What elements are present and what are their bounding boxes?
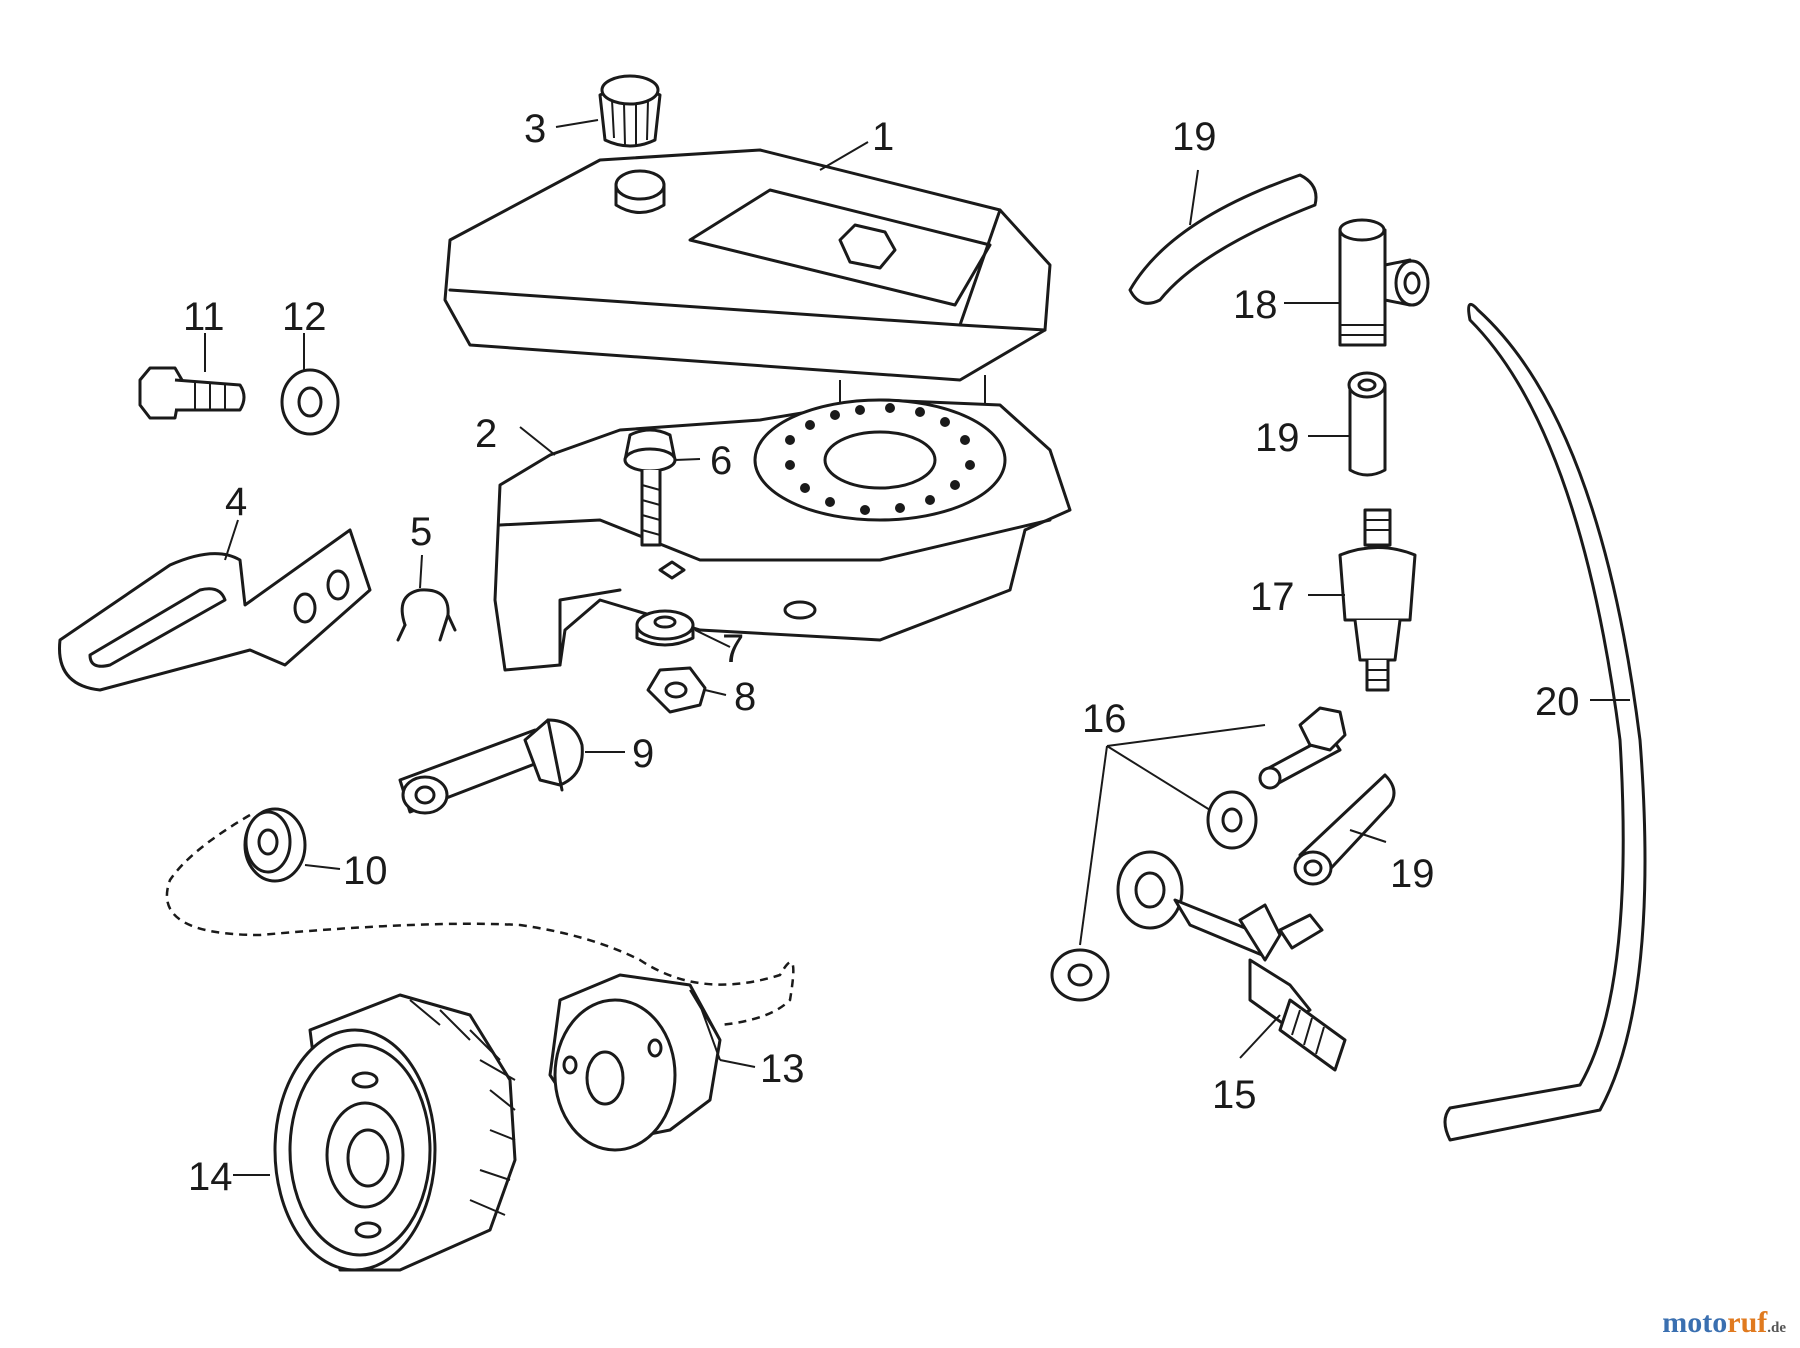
label-part-11: 11 <box>183 295 225 339</box>
label-part-12: 12 <box>282 295 327 339</box>
label-part-7: 7 <box>722 627 744 671</box>
label-part-14: 14 <box>188 1155 233 1199</box>
part-6-bolt <box>623 428 677 547</box>
part-11-bolt <box>138 366 246 420</box>
label-part-19-lower: 19 <box>1390 852 1435 896</box>
label-part-20: 20 <box>1535 680 1580 724</box>
watermark-part-2: ruf <box>1727 1306 1768 1339</box>
label-part-18: 18 <box>1233 283 1278 327</box>
part-19-hose-top <box>1128 173 1318 305</box>
part-5-clip <box>396 588 457 642</box>
part-1-fuel-tank <box>443 148 1052 415</box>
part-7-washer <box>635 609 695 647</box>
label-part-13: 13 <box>760 1047 805 1091</box>
part-20-long-hose <box>1443 302 1647 1142</box>
label-part-8: 8 <box>734 675 756 719</box>
part-9-shaft <box>398 718 584 815</box>
part-19-hose-lower <box>1293 773 1396 886</box>
label-part-3: 3 <box>524 107 546 151</box>
label-part-19-top: 19 <box>1172 115 1217 159</box>
label-part-1: 1 <box>872 115 894 159</box>
part-12-washer <box>280 368 340 436</box>
watermark-logo: motoruf.de <box>1662 1306 1786 1340</box>
label-part-16: 16 <box>1082 697 1127 741</box>
part-8-nut <box>646 666 707 714</box>
label-part-15: 15 <box>1212 1073 1257 1117</box>
watermark-part-1: moto <box>1662 1306 1728 1339</box>
part-4-bracket <box>58 528 372 692</box>
part-3-tank-cap <box>598 74 662 148</box>
part-2-housing <box>493 398 1072 672</box>
part-14-fan-wheel <box>273 993 517 1272</box>
part-number-labels: 1 2 3 4 5 6 7 8 9 10 11 12 13 14 15 16 1… <box>183 107 1580 1199</box>
part-18-tee-fitting <box>1338 218 1430 347</box>
part-16-banjo-bolt <box>1050 706 1347 1002</box>
part-10-ring <box>243 807 307 883</box>
label-part-4: 4 <box>225 480 247 524</box>
part-13-hub <box>548 973 722 1152</box>
leader-lines <box>204 119 1630 1176</box>
label-part-6: 6 <box>710 439 732 483</box>
part-15-banjo-valve <box>1116 850 1347 1072</box>
label-part-5: 5 <box>410 510 432 554</box>
label-part-9: 9 <box>632 732 654 776</box>
part-19-hose-middle <box>1347 371 1387 477</box>
label-part-17: 17 <box>1250 575 1295 619</box>
label-part-2: 2 <box>475 412 497 456</box>
watermark-part-3: .de <box>1767 1320 1786 1336</box>
label-part-19-middle: 19 <box>1255 416 1300 460</box>
label-part-10: 10 <box>343 849 388 893</box>
part-17-filter <box>1338 508 1417 692</box>
